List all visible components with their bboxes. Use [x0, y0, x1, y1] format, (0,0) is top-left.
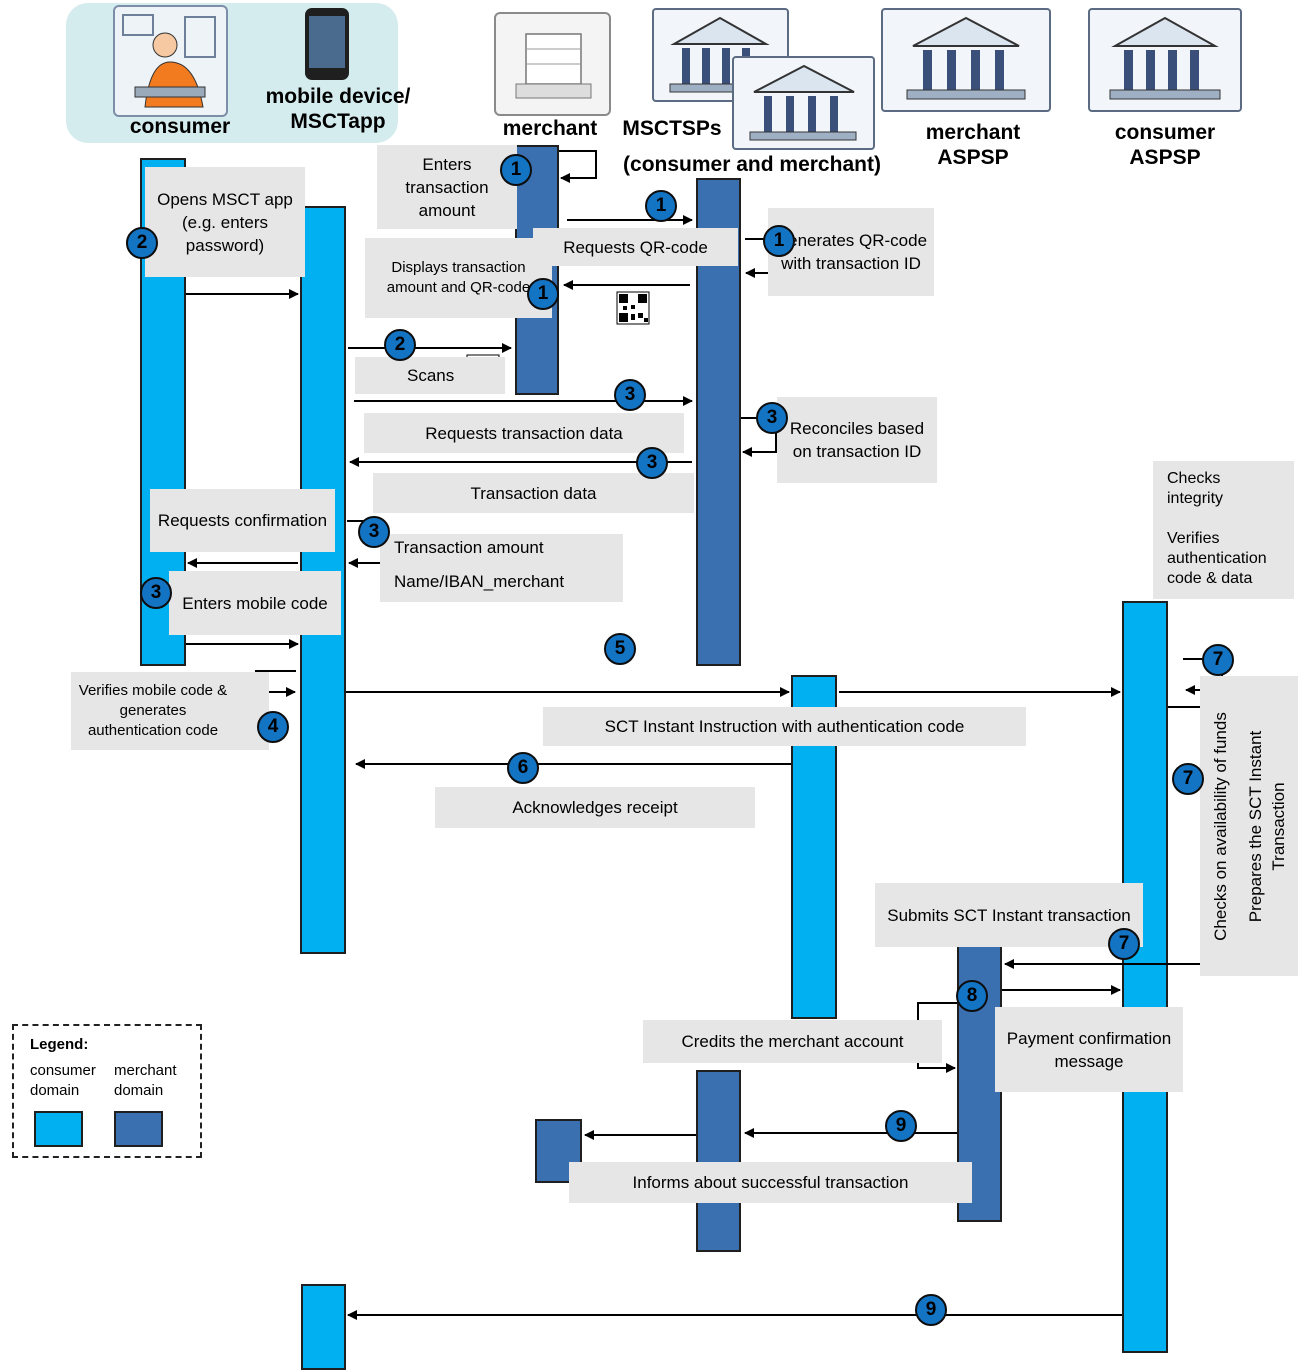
legend-consumer-swatch	[34, 1111, 83, 1147]
prepares-sct-label: Prepares the SCT Instant Transaction	[1245, 730, 1288, 922]
note-transaction-data: Transaction data	[373, 473, 694, 513]
step-badge: 3	[140, 577, 172, 609]
scans-label: Scans	[407, 366, 455, 385]
step-badge: 3	[636, 447, 668, 479]
note-verifies-mobile: Verifies mobile code & generates authent…	[71, 672, 269, 750]
arrow-self-merchant	[559, 150, 597, 183]
mobile-app-lifeline-2	[301, 1284, 346, 1370]
step-badge: 1	[527, 278, 559, 310]
step-badge: 3	[358, 516, 390, 548]
note-credits: Credits the merchant account	[643, 1020, 942, 1063]
step-badge: 1	[645, 190, 677, 222]
note-scans: Scans	[355, 357, 505, 394]
note-checks-integrity: Checks integrity Verifies authentication…	[1153, 461, 1294, 599]
note-informs: Informs about successful transaction	[569, 1162, 972, 1203]
note-requests-qr: Requests QR-code	[533, 228, 738, 266]
step-badge: 1	[500, 154, 532, 186]
note-requests-confirmation: Requests confirmation	[150, 489, 335, 552]
step-badge: 8	[956, 980, 988, 1012]
verifies-auth-label: Verifies authentication code & data	[1167, 530, 1267, 587]
merchant-aspsp-label: merchant ASPSP	[925, 121, 1021, 169]
step-badge: 3	[756, 402, 788, 434]
checks-funds-label: Checks on availability of funds	[1210, 711, 1230, 941]
legend-consumer-label: consumer domain	[30, 1062, 96, 1099]
note-payment-conf: Payment confirmation message	[995, 1007, 1183, 1092]
note-enters-amount: Enters transaction amount	[377, 145, 517, 229]
mscts-label-line2: (consumer and merchant)	[623, 153, 881, 176]
mscts-label-line1: MSCTSPs	[622, 117, 722, 140]
consumer-label: consumer	[129, 115, 231, 138]
bank-building-icon	[732, 56, 875, 150]
step-badge: 2	[126, 227, 158, 259]
step-badge: 6	[507, 752, 539, 784]
qr-code-icon	[616, 291, 650, 325]
consumer-illustration-icon	[113, 5, 228, 117]
bank-building-icon	[1088, 8, 1242, 112]
consumer-aspsp-lifeline	[1122, 601, 1168, 1353]
step-badge: 1	[763, 225, 795, 257]
step-badge: 7	[1172, 763, 1204, 795]
step-badge: 5	[604, 633, 636, 665]
checks-integrity-label: Checks integrity	[1167, 470, 1224, 507]
step-badge: 7	[1108, 928, 1140, 960]
step-badge: 3	[614, 379, 646, 411]
note-generates-qr: Generates QR-code with transaction ID	[768, 208, 934, 296]
note-reconciles: Reconciles based on transaction ID	[777, 397, 937, 483]
legend-title: Legend:	[30, 1036, 89, 1053]
name-iban-label: Name/IBAN_merchant	[394, 572, 565, 591]
step-badge: 9	[885, 1110, 917, 1142]
tx-amount-label: Transaction amount	[394, 538, 544, 557]
note-checks-funds: Checks on availability of funds Prepares…	[1200, 676, 1298, 976]
note-enters-code: Enters mobile code	[169, 571, 341, 635]
legend: Legend: consumer domain merchant domain	[12, 1024, 202, 1158]
step-badge: 4	[257, 711, 289, 743]
bank-building-icon	[881, 8, 1051, 112]
note-opens-app: Opens MSCT app (e.g. enters password)	[145, 167, 305, 277]
consumer-aspsp-label: consumer ASPSP	[1114, 121, 1216, 169]
step-badge: 7	[1202, 644, 1234, 676]
note-submits-sct: Submits SCT Instant transaction	[875, 883, 1143, 947]
legend-merchant-swatch	[114, 1111, 163, 1147]
mobile-phone-icon	[305, 8, 349, 80]
legend-merchant-label: merchant domain	[114, 1062, 177, 1099]
merchant-illustration-icon	[494, 12, 611, 116]
note-sct-instruction: SCT Instant Instruction with authenticat…	[543, 707, 1026, 746]
note-transaction-details: Transaction amount Name/IBAN_merchant	[380, 534, 623, 602]
step-badge: 2	[384, 329, 416, 361]
merchant-label: merchant	[502, 117, 598, 140]
mscts-merchant-lifeline-2	[696, 1070, 741, 1252]
note-acknowledges: Acknowledges receipt	[435, 787, 755, 828]
step-badge: 9	[915, 1294, 947, 1326]
note-requests-data: Requests transaction data	[364, 413, 684, 453]
note-displays: Displays transaction amount and QR-code	[365, 238, 552, 318]
mobile-app-label: mobile device/ MSCTapp	[265, 85, 411, 133]
